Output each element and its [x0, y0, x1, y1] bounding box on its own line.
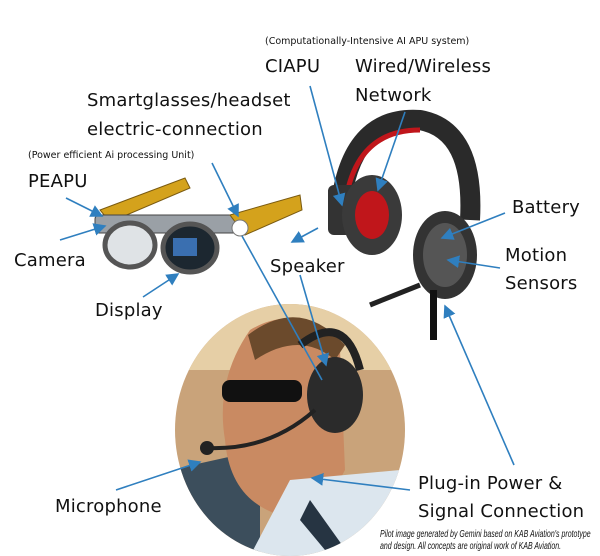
- connection-label-line1: Smartglasses/headset: [87, 90, 291, 111]
- callout-arrows: [59, 85, 515, 491]
- credit-line2: and design. All concepts are original wo…: [380, 541, 562, 552]
- battery-label: Battery: [512, 197, 581, 218]
- connection-label-line2: electric-connection: [87, 119, 263, 140]
- ciapu-label: CIAPU: [265, 56, 321, 77]
- image-credit: Pilot image generated by Gemini based on…: [380, 529, 591, 553]
- display-label: Display: [95, 300, 163, 321]
- speaker-label: Speaker: [270, 256, 345, 277]
- peapu-label: PEAPU: [28, 171, 88, 192]
- headset-image: [328, 109, 481, 340]
- network-label-line1: Wired/Wireless: [355, 56, 492, 77]
- motion-label-line2: Sensors: [505, 273, 578, 294]
- peapu-note: (Power efficient Ai processing Unit): [28, 150, 195, 161]
- plugin-label-line2: Signal Connection: [418, 501, 585, 522]
- ciapu-note: (Computationally-Intensive AI APU system…: [265, 36, 470, 47]
- microphone-label: Microphone: [55, 496, 162, 517]
- pilot-image: [175, 304, 405, 556]
- network-label-line2: Network: [355, 85, 432, 106]
- credit-line1: Pilot image generated by Gemini based on…: [380, 529, 591, 540]
- smartglasses-image: [94, 177, 303, 275]
- motion-label-line1: Motion: [505, 245, 568, 266]
- camera-label: Camera: [14, 250, 86, 271]
- plugin-label-line1: Plug-in Power &: [418, 473, 563, 494]
